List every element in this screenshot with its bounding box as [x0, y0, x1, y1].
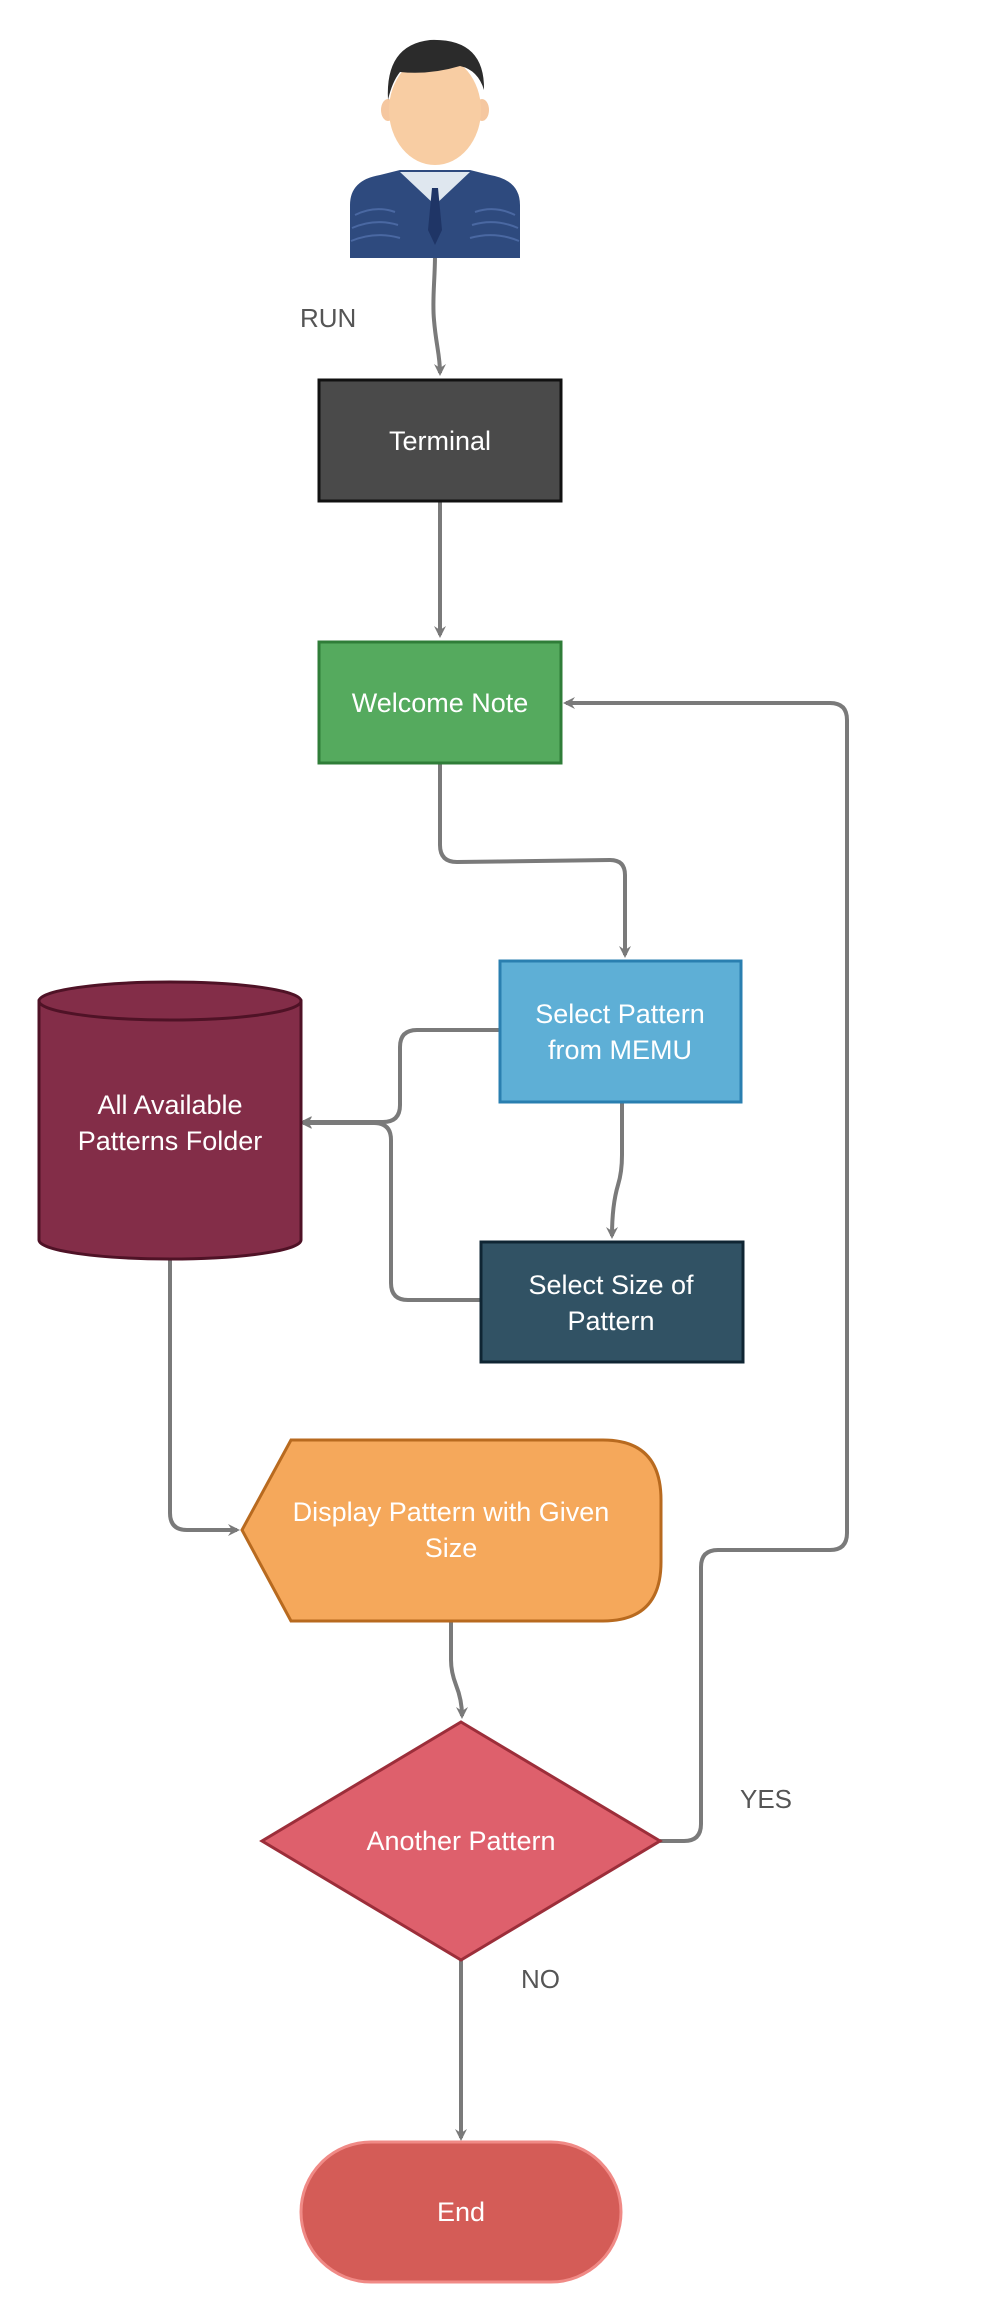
display-pattern-label-line2: Size — [425, 1533, 478, 1563]
edge-select-pattern-to-size — [606, 1102, 624, 1239]
node-welcome-note: Welcome Note — [317, 640, 563, 765]
user-icon — [350, 39, 520, 258]
edge-label-run: RUN — [300, 303, 356, 333]
terminal-label: Terminal — [389, 426, 491, 456]
node-terminal: Terminal — [317, 378, 563, 503]
edge-display-to-decision — [449, 1621, 468, 1719]
user-stripes — [350, 208, 520, 242]
select-pattern-label-line1: Select Pattern — [535, 999, 705, 1029]
folder-label-line1: All Available — [97, 1090, 242, 1120]
edge-folder-to-display — [168, 1260, 240, 1536]
user-tie — [428, 188, 442, 245]
node-decision: Another Pattern — [259, 1720, 663, 1962]
display-pattern-label-line1: Display Pattern with Given — [293, 1497, 610, 1527]
node-end: End — [299, 2140, 623, 2284]
edge-label-no: NO — [521, 1964, 560, 1994]
node-display-pattern: Display Pattern with Given Size — [240, 1438, 663, 1623]
user-face — [389, 55, 481, 165]
node-select-size: Select Size of Pattern — [479, 1240, 745, 1364]
select-size-label-line2: Pattern — [567, 1306, 654, 1336]
welcome-note-box — [317, 640, 563, 765]
folder-cylinder-body — [37, 999, 303, 1261]
decision-diamond — [259, 1720, 663, 1962]
select-size-label-line1: Select Size of — [528, 1270, 694, 1300]
select-pattern-label-line2: from MEMU — [548, 1035, 692, 1065]
edges — [168, 254, 849, 2141]
select-pattern-box — [498, 959, 743, 1104]
folder-cylinder-top — [37, 980, 303, 1022]
node-patterns-folder: All Available Patterns Folder — [37, 980, 303, 1261]
welcome-note-label: Welcome Note — [352, 688, 529, 718]
edge-welcome-to-select-pattern — [438, 763, 631, 958]
user-hair — [387, 39, 485, 100]
edge-decision-yes-to-welcome — [563, 697, 849, 1843]
end-label: End — [437, 2197, 485, 2227]
end-shape — [299, 2140, 623, 2284]
decision-label: Another Pattern — [366, 1826, 555, 1856]
folder-label-line2: Patterns Folder — [78, 1126, 263, 1156]
edge-size-to-folder — [300, 1117, 481, 1302]
display-pattern-shape — [240, 1438, 663, 1623]
node-select-pattern: Select Pattern from MEMU — [498, 959, 743, 1104]
edge-user-to-terminal — [431, 254, 446, 376]
terminal-box — [317, 378, 563, 503]
select-size-box — [479, 1240, 745, 1364]
edge-select-pattern-to-folder — [300, 1028, 500, 1128]
edge-label-yes: YES — [740, 1784, 792, 1814]
